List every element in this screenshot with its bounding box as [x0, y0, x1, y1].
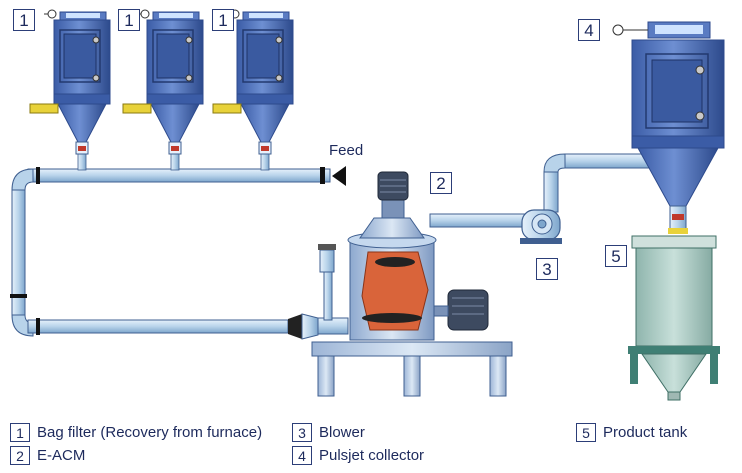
- legend-text: Product tank: [603, 424, 688, 441]
- tag-bag-filter: 1: [212, 9, 234, 31]
- legend-number: 4: [292, 446, 312, 465]
- legend-item-product-tank: 5 Product tank: [576, 423, 687, 442]
- legend-text: Pulsjet collector: [319, 447, 425, 464]
- legend-number: 5: [576, 423, 596, 442]
- tag-blower: 3: [536, 258, 558, 280]
- product-tank: [628, 235, 720, 401]
- outlet-pipe: [429, 153, 656, 228]
- tag-pulsjet: 4: [578, 19, 600, 41]
- recovery-loop-pipe: [10, 153, 349, 340]
- legend-item-eacm: 2 E-ACM: [10, 446, 85, 465]
- bag-filter-unit: [212, 9, 294, 155]
- pulsjet-collector: [612, 21, 725, 234]
- feed-arrow-icon: [332, 166, 346, 186]
- bag-filter-unit: [29, 9, 111, 155]
- legend-item-blower: 3 Blower: [292, 423, 365, 442]
- legend-text: Bag filter (Recovery from furnace): [37, 424, 263, 441]
- bag-filter-unit: [122, 9, 204, 155]
- legend-number: 1: [10, 423, 30, 442]
- eacm-mill: [311, 171, 513, 397]
- bag-filter-group: [29, 9, 294, 155]
- tag-bag-filter: 1: [118, 9, 140, 31]
- legend-number: 2: [10, 446, 30, 465]
- legend-item-bag-filter: 1 Bag filter (Recovery from furnace): [10, 423, 262, 442]
- feed-label: Feed: [329, 142, 364, 159]
- tag-bag-filter: 1: [13, 9, 35, 31]
- legend-number: 3: [292, 423, 312, 442]
- blower-unit: [520, 209, 562, 244]
- legend-text: E-ACM: [37, 447, 86, 464]
- legend-item-pulsjet: 4 Pulsjet collector: [292, 446, 424, 465]
- tag-product-tank: 5: [605, 245, 627, 267]
- legend-text: Blower: [319, 424, 365, 441]
- tag-eacm: 2: [430, 172, 452, 194]
